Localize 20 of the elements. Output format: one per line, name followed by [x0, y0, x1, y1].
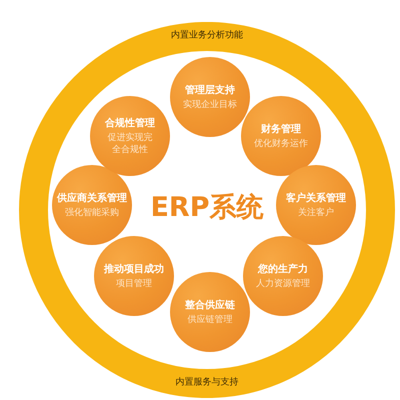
ring-label: 内置服务与支持: [176, 378, 238, 388]
circle-heading: 合规性管理: [105, 116, 155, 130]
circle-text: 项目管理: [116, 278, 152, 290]
circle-heading: 您的生产力: [258, 262, 308, 276]
center-title: ERP系统: [150, 192, 264, 224]
circle-heading: 财务管理: [261, 122, 301, 136]
circle-text: 关注客户: [298, 206, 334, 218]
circle-text: 优化财务运作: [254, 138, 308, 150]
circle-heading: 整合供应链: [185, 298, 235, 312]
circle-text: 强化智能采购: [65, 206, 119, 218]
circle-text: 供应链管理: [188, 314, 232, 326]
circle-heading: 客户关系管理: [286, 192, 346, 204]
circle-heading: 管理层支持: [185, 84, 235, 96]
circle-text: 实现企业目标: [183, 98, 237, 110]
topic-circle: [90, 96, 170, 176]
ring-label: 内置业务分析功能: [171, 30, 243, 42]
circle-text: 人力资源管理: [256, 278, 310, 290]
circle-heading: 推动项目成功: [104, 262, 164, 276]
circle-heading: 供应商关系管理: [57, 192, 127, 204]
circle-text: 促进实现完全合规性: [106, 132, 154, 156]
